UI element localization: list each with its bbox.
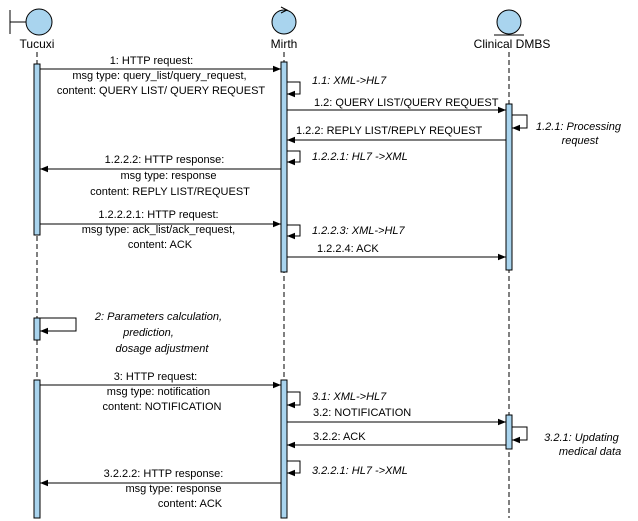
message-label-m2: 2: Parameters calculation, prediction, d… [94, 311, 225, 355]
message-label-m1-2-2-4: 1.2.2.4: ACK [317, 243, 379, 255]
boundary-icon [9, 8, 53, 36]
activation-bar [280, 61, 288, 273]
message-label-m3-2-2: 3.2.2: ACK [313, 431, 366, 443]
activation-bars [33, 61, 513, 519]
message-arrows [40, 65, 528, 487]
participant-clinical-dmbs: Clinical DMBS [474, 9, 551, 51]
lifelines [36, 52, 510, 518]
self-arrow-m1-1 [287, 81, 301, 98]
activation-bar [505, 414, 513, 450]
message-labels: 1: HTTP request: msg type: query_list/qu… [57, 55, 624, 510]
self-arrow-m1-2-2-3 [287, 224, 301, 240]
message-label-m3-2-2-1: 3.2.2.1: HL7 ->XML [312, 465, 408, 477]
message-label-m3: 3: HTTP request: msg type: notification … [103, 371, 222, 413]
activation-bar [505, 103, 513, 271]
control-icon [271, 6, 297, 35]
self-arrow-m3-2-1 [512, 426, 528, 444]
self-arrow-m1-2-2-1 [287, 150, 301, 166]
message-label-m1-2-2-2-1: 1.2.2.2.1: HTTP request: msg type: ack_l… [82, 209, 239, 251]
message-label-m1-2-2-2: 1.2.2.2: HTTP response: msg type: respon… [90, 154, 250, 198]
self-arrow-m3-1 [287, 391, 301, 409]
participant-tucuxi: Tucuxi [9, 8, 55, 51]
message-label-m3-2: 3.2: NOTIFICATION [313, 407, 411, 419]
activation-bar [280, 379, 288, 519]
message-label-m1-1: 1.1: XML->HL7 [312, 75, 387, 87]
participant-name: Tucuxi [20, 37, 55, 51]
activation-bar [33, 379, 41, 519]
activation-bar [33, 317, 41, 341]
self-arrow-m3-2-2-1 [287, 460, 301, 477]
message-label-m3-2-1: 3.2.1: Updating medical data [544, 432, 622, 458]
message-label-m1-2-2: 1.2.2: REPLY LIST/REPLY REQUEST [296, 125, 483, 137]
message-label-m1-2-2-1: 1.2.2.1: HL7 ->XML [312, 151, 408, 163]
message-label-m1-2-2-3: 1.2.2.3: XML->HL7 [312, 225, 406, 237]
message-label-m3-1: 3.1: XML->HL7 [312, 391, 387, 403]
entity-icon [494, 9, 524, 36]
participant-mirth: Mirth [271, 6, 298, 51]
self-arrow-m2 [40, 317, 77, 335]
message-label-m1-2: 1.2: QUERY LIST/QUERY REQUEST [314, 97, 499, 109]
message-label-m1-2-1: 1.2.1: Processing request [536, 121, 624, 147]
participant-name: Clinical DMBS [474, 37, 551, 51]
message-label-m1: 1: HTTP request: msg type: query_list/qu… [57, 55, 266, 97]
message-label-m3-2-2-2: 3.2.2.2: HTTP response: msg type: respon… [104, 468, 227, 510]
self-arrow-m1-2-1 [512, 114, 528, 132]
participant-name: Mirth [271, 37, 298, 51]
activation-bar [33, 63, 41, 236]
